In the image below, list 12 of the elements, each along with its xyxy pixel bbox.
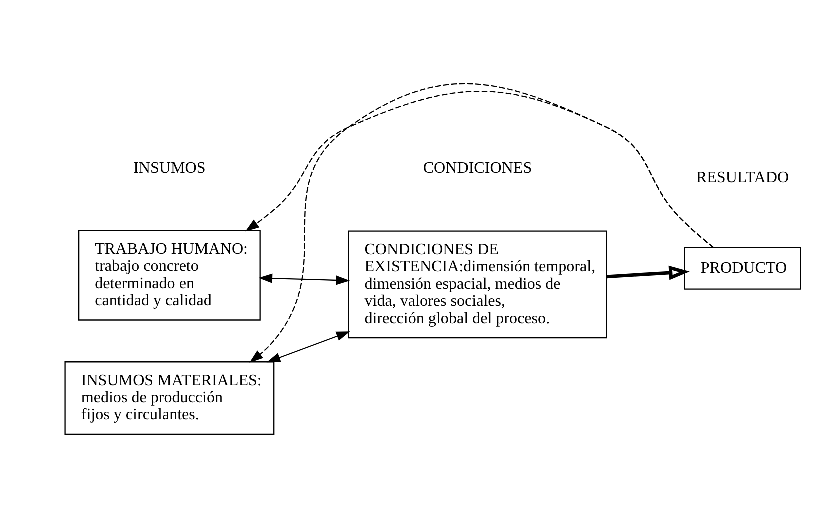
arrow [250, 83, 714, 362]
arrow [258, 273, 350, 285]
label: CONDICIONES [423, 160, 532, 177]
label: INSUMOS [134, 160, 206, 177]
arrow [607, 265, 690, 280]
arrow [266, 331, 350, 362]
node-box: INSUMOS MATERIALES: medios de producción fijos y circulantes. [64, 361, 275, 434]
arrow [246, 90, 714, 248]
label: RESULTADO [696, 168, 790, 186]
node-box: CONDICIONES DE EXISTENCIA:dimensión temporal, dimensión espacial, medios de vida, valores sociales, dirección global del proceso. [348, 230, 608, 338]
node-box: TRABAJO HUMANO: trabajo concreto determinado en cantidad y calidad [78, 230, 261, 320]
node-box: PRODUCTO [684, 246, 802, 290]
